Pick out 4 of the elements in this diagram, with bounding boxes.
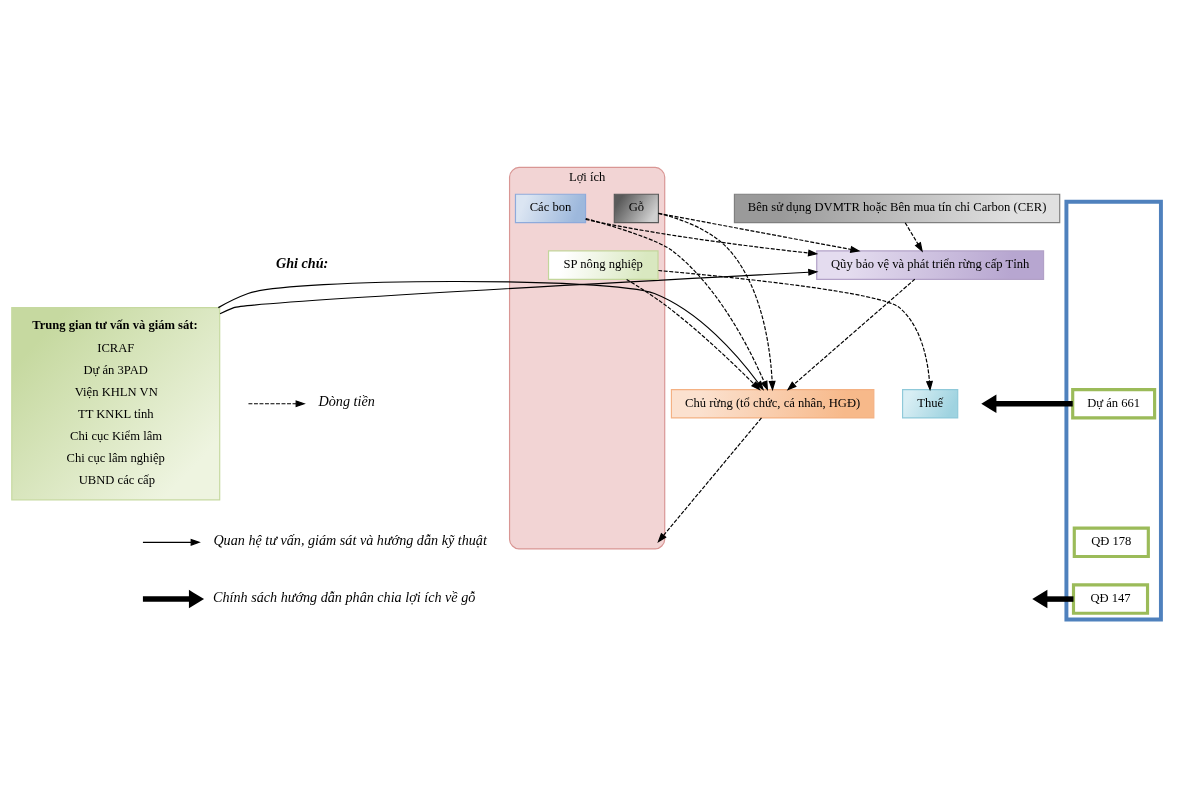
label: Ghi chú: — [276, 254, 329, 271]
legend-label: Quan hệ tư vấn, giám sát và hướng dẫn kỹ thuật — [213, 532, 487, 549]
legend-label: Chính sách hướng dẫn phân chia lợi ích về gỗ — [213, 588, 476, 605]
legend-label: Dòng tiền — [318, 393, 375, 410]
